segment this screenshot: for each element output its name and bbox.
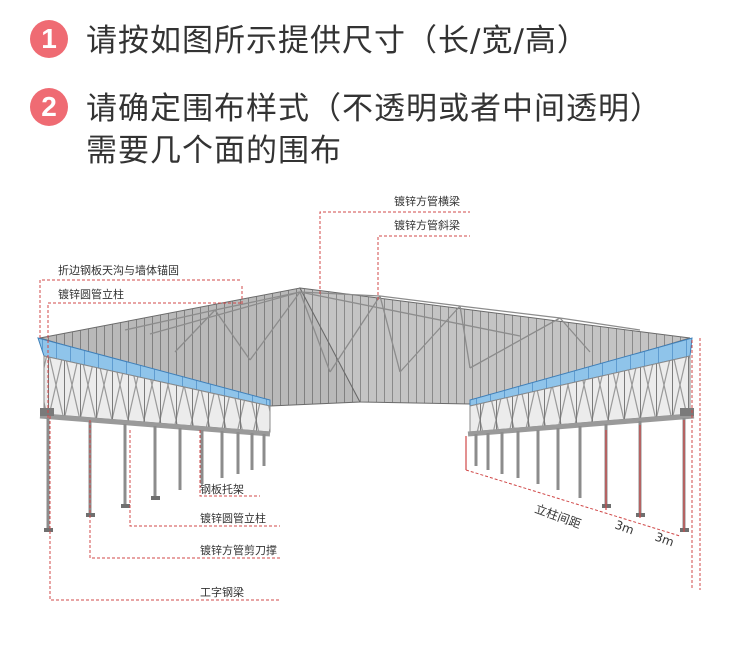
leader-lines [39, 211, 701, 601]
label-i-beam: 工字钢梁 [200, 585, 244, 599]
label-pillar-top: 镀锌圆管立柱 [58, 287, 124, 301]
label-pillar-bottom: 镀锌圆管立柱 [200, 511, 266, 525]
label-span-1: 3m [613, 518, 636, 538]
step-2-text: 请确定围布样式（不透明或者中间透明） [86, 91, 662, 127]
step-2: 2 请确定围布样式（不透明或者中间透明） 需要几个面的围布 [30, 88, 662, 172]
label-scissor: 镀锌方管剪刀撑 [200, 543, 277, 557]
step-2-text-line2: 需要几个面的围布 [86, 133, 342, 169]
pillar-bases [44, 496, 689, 532]
label-bracket: 钢板托架 [200, 482, 244, 496]
bracket-marks [40, 408, 694, 416]
dimension-pillars [465, 420, 685, 532]
step-1: 1 请按如图所示提供尺寸（长/宽/高） [30, 20, 589, 62]
label-gutter: 折边钢板天沟与墙体锚固 [58, 263, 179, 277]
right-i-beam [467, 413, 695, 437]
step-1-text: 请按如图所示提供尺寸（长/宽/高） [86, 23, 589, 59]
label-span-2: 3m [653, 530, 676, 550]
label-pillar-spacing: 立柱间距 [533, 501, 583, 532]
label-top-diagonal: 镀锌方管斜梁 [394, 218, 460, 232]
step-2-badge: 2 [30, 88, 68, 126]
label-top-beam: 镀锌方管横梁 [394, 194, 460, 208]
right-pillars [474, 418, 686, 530]
step-1-badge: 1 [30, 20, 68, 58]
left-i-beam [39, 413, 271, 437]
ridge-truss [124, 291, 641, 373]
